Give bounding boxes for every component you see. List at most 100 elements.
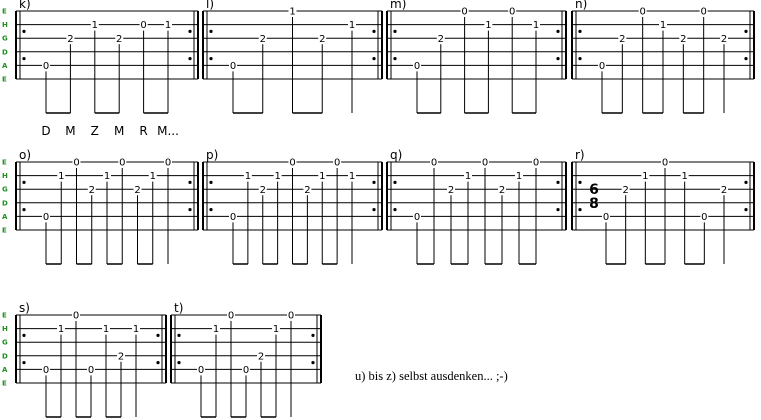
string-name: A (2, 366, 8, 374)
fret-bg (117, 350, 125, 362)
fret-bg (257, 350, 265, 362)
repeat-dot (578, 57, 582, 61)
fret-bg (515, 170, 523, 182)
repeat-dot (188, 180, 192, 184)
fret-number: 0 (603, 212, 609, 223)
footer-note: u) bis z) selbst ausdenken... ;-) (355, 369, 508, 383)
fret-bg (227, 309, 235, 321)
fret-bg (720, 183, 728, 195)
fret-bg (618, 32, 627, 44)
fret-bg (460, 5, 469, 17)
fret-bg (148, 170, 157, 182)
fret-number: 1 (245, 171, 251, 182)
repeat-dot (209, 57, 213, 61)
string-name: E (2, 159, 7, 167)
repeat-dot (578, 208, 582, 212)
string-name: G (2, 186, 8, 194)
fret-bg (42, 210, 50, 222)
fret-bg (258, 183, 267, 195)
fret-bg (318, 170, 327, 182)
fret-number: 0 (43, 212, 49, 223)
repeat-dot (393, 208, 397, 212)
fret-number: 0 (73, 158, 79, 169)
fret-number: 1 (133, 324, 139, 335)
fret-bg (720, 32, 728, 44)
repeat-dot (22, 208, 26, 212)
fret-number: 0 (414, 61, 420, 72)
caption-syllable: M (65, 124, 75, 138)
fret-bg (164, 19, 172, 31)
fret-number: 0 (289, 158, 295, 169)
measure-label: t) (174, 301, 183, 315)
time-signature-bottom: 8 (589, 196, 599, 212)
fret-bg (42, 59, 50, 71)
string-name: A (2, 213, 8, 221)
fret-bg (659, 19, 667, 31)
fret-bg (118, 156, 127, 168)
string-name: H (2, 21, 8, 29)
fret-number: 0 (243, 365, 249, 376)
fret-bg (272, 323, 280, 335)
fret-bg (333, 156, 342, 168)
caption-syllable: M... (157, 124, 179, 138)
fret-bg (115, 32, 124, 44)
measure-label: r) (575, 148, 585, 162)
fret-bg (72, 156, 81, 168)
fret-number: 1 (273, 324, 279, 335)
fret-number: 2 (116, 34, 122, 45)
string-name: D (2, 352, 8, 360)
fret-number: 2 (619, 34, 625, 45)
repeat-dot (372, 29, 376, 33)
fret-number: 2 (260, 34, 266, 45)
measure-label: n) (575, 0, 587, 11)
fret-number: 2 (89, 185, 95, 196)
fret-bg (641, 170, 650, 182)
string-name: A (2, 62, 8, 70)
repeat-dot (209, 29, 213, 33)
repeat-dot (22, 29, 26, 33)
fret-bg (242, 363, 250, 375)
fret-bg (57, 170, 66, 182)
fret-number: 1 (213, 324, 219, 335)
fret-number: 1 (681, 171, 687, 182)
fret-bg (464, 170, 472, 182)
repeat-dot (177, 333, 181, 337)
fret-bg (532, 156, 540, 168)
string-name: H (2, 172, 8, 180)
fret-number: 1 (349, 171, 355, 182)
fret-number: 0 (482, 158, 488, 169)
repeat-dot (156, 361, 160, 365)
time-signature-top: 6 (589, 182, 599, 198)
repeat-dot (311, 333, 315, 337)
fret-number: 1 (642, 171, 648, 182)
fret-number: 2 (260, 185, 266, 196)
string-name: H (2, 325, 8, 333)
fret-bg (90, 19, 99, 31)
fret-bg (57, 323, 65, 335)
fret-bg (484, 19, 493, 31)
fret-bg (348, 170, 356, 182)
fret-number: 2 (67, 34, 73, 45)
fret-bg (42, 363, 50, 375)
repeat-dot (744, 57, 748, 61)
repeat-dot (156, 333, 160, 337)
fret-number: 1 (533, 20, 539, 31)
repeat-dot (22, 361, 26, 365)
fret-bg (661, 156, 669, 168)
measure-label: p) (206, 148, 218, 162)
repeat-dot (372, 57, 376, 61)
fret-bg (103, 170, 111, 182)
fret-number: 2 (499, 185, 505, 196)
fret-bg (680, 170, 689, 182)
fret-number: 2 (448, 185, 454, 196)
fret-bg (679, 32, 688, 44)
measure-label: q) (390, 148, 402, 162)
fret-bg (700, 210, 709, 222)
fret-number: 1 (660, 20, 666, 31)
